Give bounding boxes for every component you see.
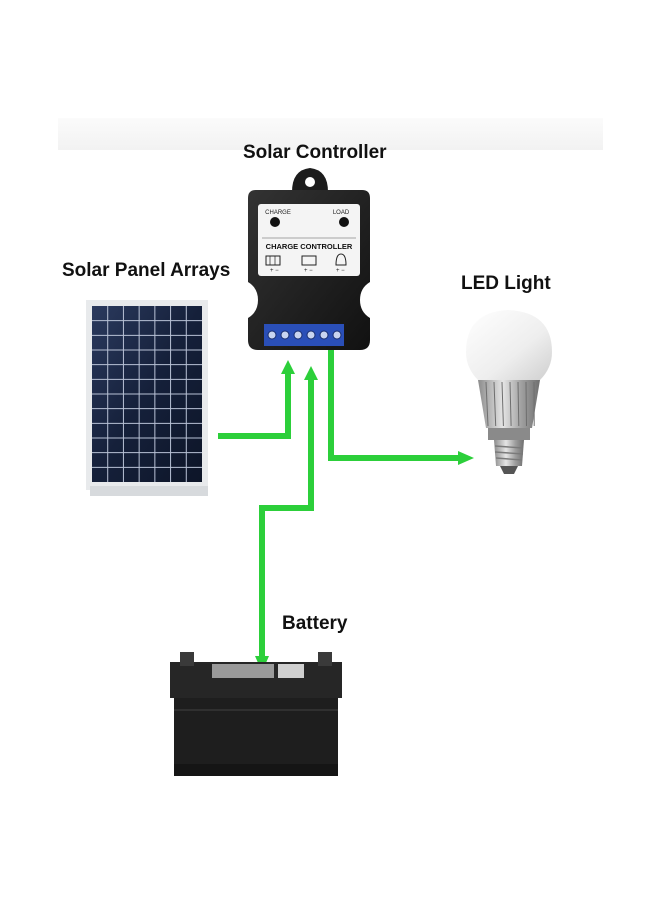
- bulb-fin: [509, 381, 512, 427]
- solar-panel-arrays-label: Solar Panel Arrays: [62, 260, 231, 281]
- terminal-screw: [293, 330, 303, 340]
- arrow-to-led: [458, 451, 474, 465]
- bulb-symbol-icon: [335, 253, 347, 266]
- bulb-fin: [501, 381, 504, 427]
- panel-symbol-icon: [265, 255, 281, 266]
- controller-faceplate: [258, 204, 360, 276]
- terminal-screw: [319, 330, 329, 340]
- wire-panel-to-controller: [218, 372, 291, 439]
- charge-led: [270, 217, 280, 227]
- bulb-fin: [525, 381, 527, 427]
- bulb-fin: [517, 381, 520, 427]
- terminal-screw: [306, 330, 316, 340]
- battery-terminal-right: [318, 652, 332, 666]
- wire-controller-to-battery: [259, 378, 314, 660]
- charge-indicator-label: CHARGE: [265, 210, 291, 216]
- terminal-block: [264, 324, 344, 346]
- led-light-label: LED Light: [461, 273, 551, 294]
- battery-icon: [170, 652, 342, 776]
- controller-panel-title: CHARGE CONTROLLER: [266, 242, 353, 251]
- arrow-into-controller: [281, 360, 295, 374]
- bulb-glass: [466, 310, 552, 380]
- solar-panel-base: [90, 486, 208, 496]
- controller-symbol-row: + − + − + −: [265, 253, 347, 274]
- bulb-heatsink: [478, 380, 540, 428]
- controller-hanger-hole: [305, 177, 315, 187]
- terminal-screw: [267, 330, 277, 340]
- svg-text:+ −: + −: [336, 268, 345, 274]
- battery-terminal-left: [180, 652, 194, 666]
- battery-label: Battery: [282, 613, 348, 634]
- bulb-contact: [500, 466, 518, 474]
- solar-controller-label: Solar Controller: [243, 142, 387, 163]
- wire-controller-to-led: [328, 349, 458, 461]
- solar-panel-icon: [86, 300, 208, 496]
- bulb-fin: [485, 381, 489, 427]
- battery-symbol-icon: [301, 255, 317, 266]
- background-band: [58, 118, 603, 150]
- bulb-collar: [488, 428, 530, 440]
- bulb-fin: [493, 381, 497, 427]
- wiring: [218, 349, 458, 660]
- load-led: [339, 217, 349, 227]
- svg-text:+ −: + −: [304, 268, 313, 274]
- charge-controller-icon: CHARGE LOAD CHARGE CONTROLLER + − + − + …: [248, 168, 370, 350]
- led-bulb-icon: [466, 310, 552, 474]
- terminal-screw: [332, 330, 342, 340]
- load-indicator-label: LOAD: [333, 210, 350, 216]
- battery-sticker-2: [278, 664, 304, 678]
- battery-sticker: [212, 664, 274, 678]
- svg-text:+ −: + −: [270, 268, 279, 274]
- arrow-into-controller-2: [304, 366, 318, 380]
- terminal-screw: [280, 330, 290, 340]
